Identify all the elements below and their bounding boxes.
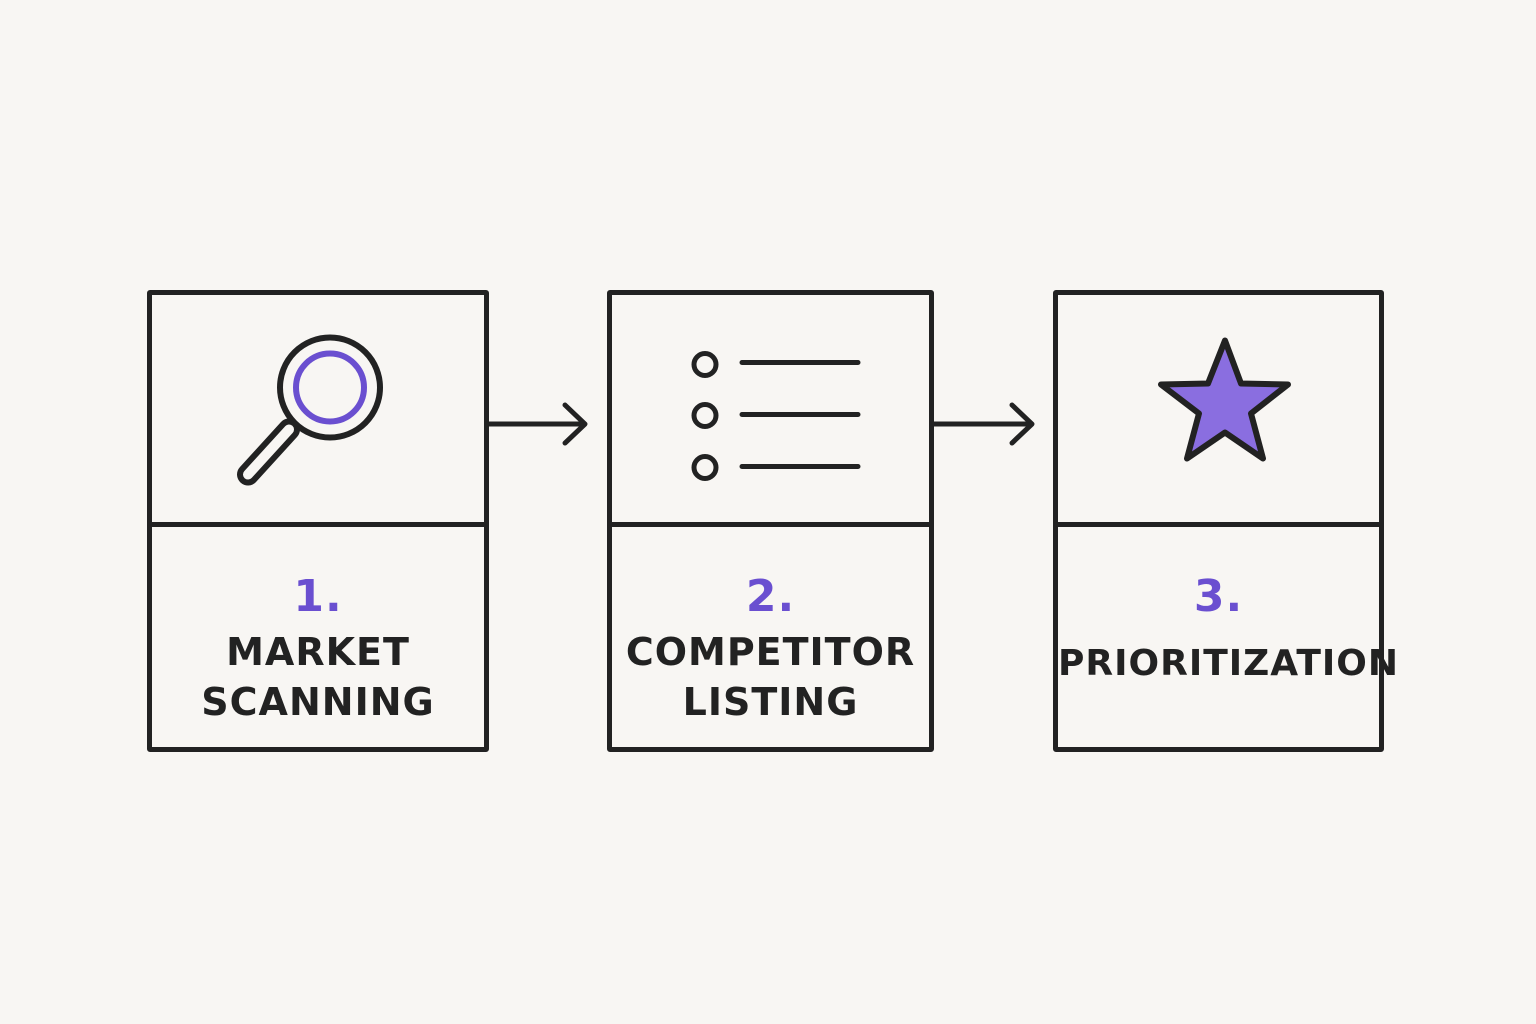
step-title: PRIORITIZATION bbox=[1058, 639, 1400, 689]
step-box-prioritization: 3. PRIORITIZATION bbox=[1053, 290, 1400, 752]
step-title-line: LISTING bbox=[682, 680, 859, 724]
label-panel: 2. COMPETITOR LISTING bbox=[612, 527, 929, 747]
arrow-right-icon bbox=[487, 402, 588, 446]
step-number: 3. bbox=[1193, 571, 1244, 622]
arrow-right-icon bbox=[932, 402, 1035, 446]
step-title: MARKET SCANNING bbox=[152, 627, 484, 727]
step-title-line: PRIORITIZATION bbox=[1058, 643, 1400, 684]
list-icon bbox=[691, 351, 861, 481]
step-box-competitor-listing: 2. COMPETITOR LISTING bbox=[607, 290, 934, 752]
star-icon bbox=[1158, 337, 1291, 462]
icon-panel bbox=[612, 295, 929, 527]
step-number: 2. bbox=[745, 571, 796, 622]
step-title-line: MARKET bbox=[226, 630, 410, 674]
step-number: 1. bbox=[293, 571, 343, 622]
step-title-line: COMPETITOR bbox=[625, 630, 916, 674]
step-title-line: SCANNING bbox=[201, 680, 435, 724]
label-panel: 3. PRIORITIZATION bbox=[1058, 527, 1400, 747]
step-title: COMPETITOR LISTING bbox=[612, 627, 929, 727]
magnifier-icon bbox=[237, 334, 383, 486]
icon-panel bbox=[1058, 295, 1379, 527]
icon-panel bbox=[152, 295, 484, 527]
label-panel: 1. MARKET SCANNING bbox=[152, 527, 484, 747]
step-box-market-scanning: 1. MARKET SCANNING bbox=[147, 290, 489, 752]
